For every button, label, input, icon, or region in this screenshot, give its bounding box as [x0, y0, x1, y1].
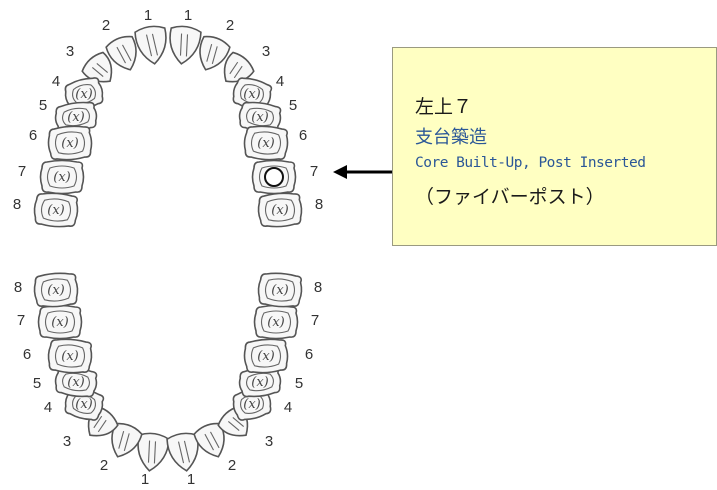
upper-right-number-2: 2 [102, 17, 110, 34]
upper-left-number-1: 1 [184, 7, 192, 24]
upper-left-number-8: 8 [315, 196, 323, 213]
upper-left-tooth-5-mark: (x) [251, 110, 268, 125]
lower-right-tooth-6-mark: (x) [61, 349, 78, 364]
lower-left-tooth-1 [166, 432, 199, 472]
upper-right-number-6: 6 [29, 127, 37, 144]
lower-right-tooth-5 [54, 366, 98, 398]
note-post-type: （ファイバーポスト） [415, 186, 605, 208]
upper-left-number-6: 6 [299, 127, 307, 144]
lower-right-tooth-7-mark: (x) [51, 315, 68, 330]
upper-right-number-4: 4 [52, 73, 60, 90]
upper-left-number-5: 5 [289, 97, 297, 114]
lower-left-number-4: 4 [284, 399, 292, 416]
lower-right-tooth-7 [37, 304, 83, 340]
pointer-arrow [333, 165, 392, 179]
lower-right-tooth-8 [33, 272, 79, 308]
lower-right-number-3: 3 [63, 433, 71, 450]
upper-right-tooth-4-mark: (x) [75, 87, 92, 102]
upper-left-tooth-6 [243, 125, 289, 161]
lower-right-number-8: 8 [14, 279, 22, 296]
lower-right-number-2: 2 [100, 457, 108, 474]
lower-left-number-2: 2 [228, 457, 236, 474]
upper-right-tooth-8 [33, 192, 79, 228]
upper-left-number-7: 7 [310, 163, 318, 180]
lower-left-tooth-6 [243, 338, 289, 374]
upper-left-tooth-8-mark: (x) [271, 203, 288, 218]
upper-right-number-3: 3 [66, 43, 74, 60]
upper-left-number-2: 2 [226, 17, 234, 34]
upper-right-tooth-2 [105, 35, 137, 71]
lower-left-number-8: 8 [314, 279, 322, 296]
lower-right-number-1: 1 [141, 471, 149, 488]
upper-right-tooth-5-mark: (x) [67, 110, 84, 125]
lower-right-number-4: 4 [44, 399, 52, 416]
lower-left-number-5: 5 [295, 375, 303, 392]
fiber-post-marker [264, 167, 284, 187]
upper-left-number-3: 3 [262, 43, 270, 60]
lower-left-tooth-6-mark: (x) [257, 349, 274, 364]
upper-left-tooth-6-mark: (x) [257, 136, 274, 151]
upper-right-tooth-8-mark: (x) [47, 203, 64, 218]
upper-right-number-7: 7 [18, 163, 26, 180]
lower-right-tooth-2 [111, 422, 143, 458]
lower-left-number-6: 6 [305, 346, 313, 363]
lower-right-number-7: 7 [17, 312, 25, 329]
lower-left-tooth-8 [257, 272, 303, 308]
lower-right-number-6: 6 [23, 346, 31, 363]
upper-right-tooth-1 [134, 25, 167, 65]
upper-left-tooth-8 [257, 192, 303, 228]
lower-left-tooth-2 [193, 422, 225, 458]
note-tooth-position: 左上７ [415, 96, 473, 118]
upper-right-number-8: 8 [13, 196, 21, 213]
lower-right-tooth-5-mark: (x) [67, 375, 84, 390]
upper-right-number-1: 1 [144, 7, 152, 24]
upper-right-tooth-7 [39, 159, 85, 195]
lower-left-tooth-7-mark: (x) [267, 315, 284, 330]
lower-left-number-3: 3 [265, 433, 273, 450]
lower-right-tooth-6 [47, 338, 93, 374]
upper-right-number-5: 5 [39, 97, 47, 114]
lower-left-number-7: 7 [311, 312, 319, 329]
treatment-note-box: 左上７ 支台築造 Core Built-Up, Post Inserted （フ… [392, 47, 717, 246]
lower-left-tooth-5-mark: (x) [251, 375, 268, 390]
note-procedure-en: Core Built-Up, Post Inserted [415, 155, 646, 171]
lower-left-number-1: 1 [187, 471, 195, 488]
upper-right-tooth-6 [47, 125, 93, 161]
upper-right-tooth-5 [54, 101, 98, 133]
lower-right-tooth-8-mark: (x) [47, 283, 64, 298]
upper-right-tooth-4 [64, 77, 104, 111]
upper-right-tooth-6-mark: (x) [61, 136, 78, 151]
upper-left-tooth-1 [169, 25, 202, 65]
lower-right-tooth-4-mark: (x) [75, 397, 92, 412]
lower-right-number-5: 5 [33, 375, 41, 392]
upper-left-number-4: 4 [276, 73, 284, 90]
lower-right-tooth-1 [137, 432, 170, 472]
upper-right-tooth-7-mark: (x) [53, 170, 70, 185]
upper-left-tooth-4-mark: (x) [243, 87, 260, 102]
upper-left-tooth-2 [199, 35, 231, 71]
lower-left-tooth-4-mark: (x) [243, 397, 260, 412]
lower-left-tooth-8-mark: (x) [271, 283, 288, 298]
lower-left-tooth-7 [253, 304, 299, 340]
note-procedure-jp: 支台築造 [415, 127, 487, 148]
upper-left-tooth-5 [238, 101, 282, 133]
